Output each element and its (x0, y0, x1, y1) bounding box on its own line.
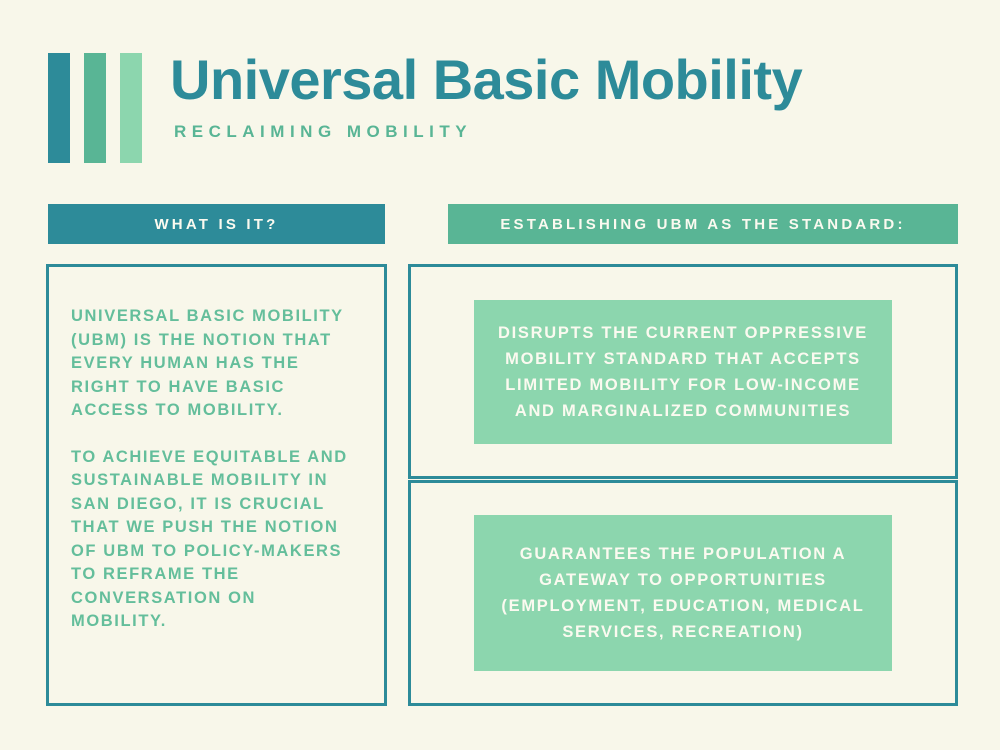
banner-establishing-ubm-label: ESTABLISHING UBM AS THE STANDARD: (500, 215, 906, 233)
card-disrupts-current-standard: DISRUPTS THE CURRENT OPPRESSIVE MOBILITY… (474, 299, 892, 444)
definition-paragraph: UNIVERSAL BASIC MOBILITY (UBM) IS THE NO… (71, 307, 344, 419)
call-to-action-paragraph: TO ACHIEVE EQUITABLE AND SUSTAINABLE MOB… (71, 447, 348, 631)
logo-bar-dark (48, 53, 70, 163)
page-title: Universal Basic Mobility (170, 48, 803, 111)
card-guarantees-gateway: GUARANTEES THE POPULATION A GATEWAY TO O… (474, 515, 892, 671)
page-header: Universal Basic Mobility RECLAIMING MOBI… (48, 48, 803, 163)
panel-what-is-it: UNIVERSAL BASIC MOBILITY (UBM) IS THE NO… (46, 264, 387, 706)
logo-bar-light (120, 53, 142, 163)
banner-establishing-ubm: ESTABLISHING UBM AS THE STANDARD: (448, 204, 958, 244)
panel-standard-point-one: DISRUPTS THE CURRENT OPPRESSIVE MOBILITY… (408, 264, 958, 479)
logo-bar-mid (84, 53, 106, 163)
banner-what-is-it: WHAT IS IT? (48, 204, 385, 244)
header-text-group: Universal Basic Mobility RECLAIMING MOBI… (170, 48, 803, 142)
panel-standard-point-two: GUARANTEES THE POPULATION A GATEWAY TO O… (408, 480, 958, 706)
logo-mark (48, 53, 142, 163)
banner-what-is-it-label: WHAT IS IT? (154, 215, 279, 233)
page-subtitle: RECLAIMING MOBILITY (174, 122, 473, 141)
